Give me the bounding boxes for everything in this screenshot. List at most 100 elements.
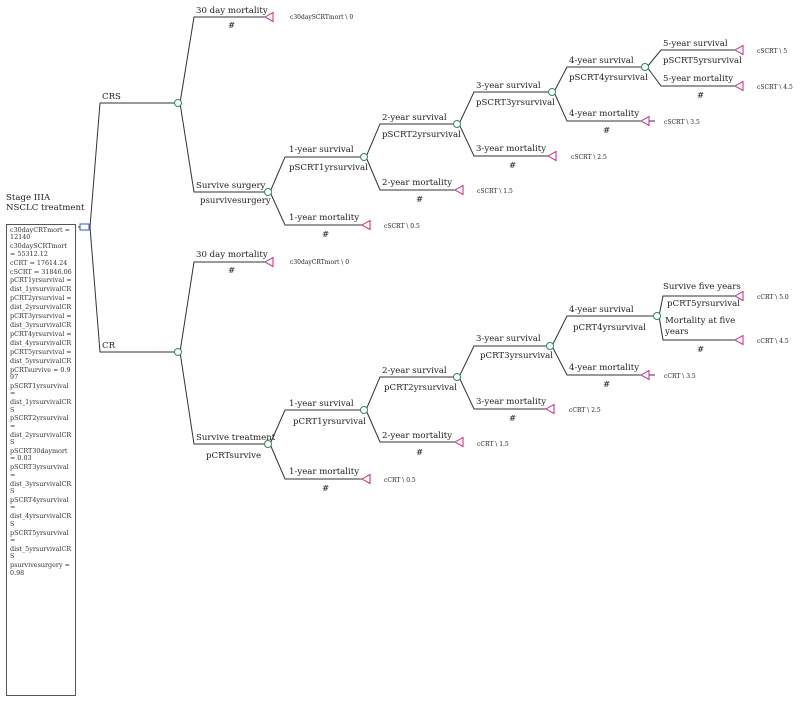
cr-y5-mortality-label-line2: years [664,327,689,337]
crs-survive-prob: psurvivesurgery [200,196,271,206]
crs-y4-mortality-payoff: cSCRT \ 3.5 [664,119,700,126]
crs-y1-mortality-payoff: cSCRT \ 0.5 [384,223,420,230]
terminal-node-crs-y5-survival[interactable] [733,44,744,56]
decision-node[interactable] [79,223,90,231]
cr-y5-survival-label: Survive five years [663,282,741,292]
cr-30day-prob: # [228,266,235,276]
parameter-line: pSCRT4yrsurvival = [10,496,69,512]
crs-y3-survival-label: 3-year survival [476,81,541,91]
branch-label-cr: CR [102,341,116,351]
chance-node-cr-y4[interactable] [653,312,661,320]
crs-y2-mortality-prob: # [416,195,423,205]
crs-y2-mortality-payoff: cSCRT \ 1.5 [477,188,513,195]
cr-y1-survival-prob: pCRT1yrsurvival [293,417,366,427]
cr-survive-label: Survive treatment [196,433,276,443]
crs-y1-mortality-label: 1-year mortality [289,213,359,223]
crs-y5-mortality-branch [646,66,735,87]
crs-30day-payoff: c30daySCRTmort \ 0 [290,14,353,21]
terminal-node-crs-y3-mortality[interactable] [546,150,557,162]
crs-y1-survival-label: 1-year survival [289,145,354,155]
cr-y3-mortality-payoff: cCRT \ 2.5 [569,407,601,414]
terminal-node-crs-y4-mortality[interactable] [639,115,650,127]
crs-y3-mortality-label: 3-year mortality [476,144,546,154]
crs-y1-survival-prob: pSCRT1yrsurvival [289,163,368,173]
crs-y5-mortality-prob: # [697,91,704,101]
crs-y5-mortality-label: 5-year mortality [663,74,733,84]
parameter-line: c30daySCRTmort = 55312.12 [10,242,67,258]
crs-30day-branch [179,16,272,104]
crs-y1-survival-branch [269,156,362,193]
cr-y4-mortality-branch [551,345,655,376]
terminal-node-crs-y5-mortality[interactable] [733,80,744,92]
crs-30day-label: 30 day mortality [196,6,268,16]
parameter-line: dist_1yrsurvivalCRS [10,398,72,414]
terminal-node-crs-y2-mortality[interactable] [453,184,464,196]
parameter-line: pSCRT5yrsurvival = [10,528,69,545]
chance-node-cr[interactable] [174,348,182,356]
cr-y2-mortality-prob: # [416,448,423,458]
cr-y2-mortality-label: 2-year mortality [382,431,452,441]
parameter-line: dist_2yrsurvivalCR [10,303,72,312]
parameter-line: pSCRT30daymort = 0.03 [10,447,68,463]
terminal-node-crs-y1-mortality[interactable] [360,219,371,231]
terminal-node-cr-y2-mortality[interactable] [453,436,464,448]
parameter-line: dist_1yrsurvivalCR [10,285,72,294]
chance-node-cr-y3[interactable] [546,342,554,350]
chance-node-crs-y2[interactable] [453,120,461,128]
parameter-line: dist_2yrsurvivalCRS [10,430,72,447]
chance-node-cr-y2[interactable] [453,373,461,381]
cr-y3-survival-label: 3-year survival [476,334,541,344]
parameter-line: pCRT4yrsurvival = [10,329,72,338]
root-title: Stage IIIA NSCLC treatment [6,193,84,213]
branch-label-crs: CRS [102,92,121,102]
terminal-node-cr-y3-mortality[interactable] [544,403,555,415]
terminal-node-cr-y4-mortality[interactable] [639,369,650,381]
cr-30day-label: 30 day mortality [196,250,268,260]
chance-node-cr-y1[interactable] [360,406,368,414]
crs-y2-survival-prob: pSCRT2yrsurvival [382,130,461,140]
crs-y3-mortality-prob: # [509,161,516,171]
chance-node-crs[interactable] [174,99,182,107]
cr-y5-mortality-payoff: cCRT \ 4.5 [757,338,789,345]
terminal-node-cr-y5-survival[interactable] [733,290,744,302]
terminal-node-crs-30day[interactable] [263,11,274,23]
cr-y2-survival-prob: pCRT2yrsurvival [384,383,457,393]
parameter-line: dist_4yrsurvivalCR [10,338,72,347]
crs-y1-mortality-branch [269,191,362,226]
chance-node-crs-y1[interactable] [360,153,368,161]
parameter-line: pSCRT3yrsurvival = [10,463,69,479]
crs-y2-survival-branch [365,123,455,158]
terminal-node-cr-30day[interactable] [263,256,274,268]
chance-node-crs-y4[interactable] [641,63,649,71]
cr-survive-branch [179,351,266,445]
chance-node-crs-y3[interactable] [548,88,556,96]
cr-survive-prob: pCRTsurvive [206,451,261,461]
crs-survive-label: Survive surgery [196,181,266,191]
terminal-node-cr-y5-mortality[interactable] [733,334,744,346]
branch-crs [89,102,176,228]
cr-y4-mortality-label: 4-year mortality [569,363,639,373]
cr-y2-mortality-branch [365,409,455,443]
crs-y5-survival-prob: pSCRT5yrsurvival [663,56,742,66]
root-title-line1: Stage IIIA [6,193,51,203]
terminal-node-cr-y1-mortality[interactable] [360,473,371,485]
cr-y1-mortality-payoff: cCRT \ 0.5 [384,477,416,484]
parameter-line: dist_5yrsurvivalCR [10,356,72,365]
cr-y5-survival-prob: pCRT5yrsurvival [667,299,740,309]
cr-y3-mortality-label: 3-year mortality [476,397,546,407]
parameter-line: pCRT3yrsurvival = [10,312,72,321]
crs-y2-survival-label: 2-year survival [382,113,447,123]
crs-y2-mortality-label: 2-year mortality [382,178,452,188]
cr-y5-mortality-prob: # [697,345,704,355]
chance-node-crs-survive[interactable] [264,188,272,196]
parameter-line: pSCRT1yrsurvival = [10,381,69,398]
parameter-line: psurvivesurgery = 0.98 [10,561,70,577]
crs-y4-mortality-prob: # [603,126,610,136]
cr-y5-survival-payoff: cCRT \ 5.0 [757,294,789,301]
crs-survive-branch [179,102,266,193]
chance-node-cr-survive[interactable] [264,440,272,448]
crs-y4-survival-label: 4-year survival [569,56,634,66]
crs-y3-survival-prob: pSCRT3yrsurvival [476,98,555,108]
